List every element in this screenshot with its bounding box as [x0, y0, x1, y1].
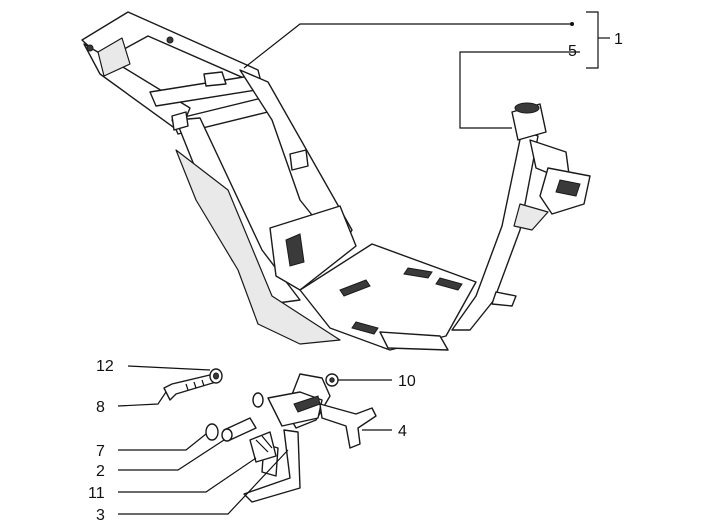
callout-7: 7	[96, 443, 105, 460]
callout-4: 4	[398, 423, 407, 440]
callout-5: 5	[568, 43, 577, 60]
scooter-frame-drawing	[81, 11, 591, 351]
callout-10: 10	[398, 373, 416, 390]
callout-3: 3	[96, 507, 105, 524]
callout-11: 11	[88, 485, 105, 502]
washer-drawing	[205, 368, 339, 441]
callout-12: 12	[96, 358, 114, 375]
callout-1: 1	[614, 31, 623, 48]
callout-2: 2	[96, 463, 105, 480]
callout-labels: 1 5 12 8 10 4 7 2 11 3	[88, 31, 623, 524]
callout-8: 8	[96, 399, 105, 416]
leader-lines	[117, 11, 610, 515]
bolt-drawing	[163, 373, 217, 401]
bushing-drawing	[221, 417, 277, 463]
